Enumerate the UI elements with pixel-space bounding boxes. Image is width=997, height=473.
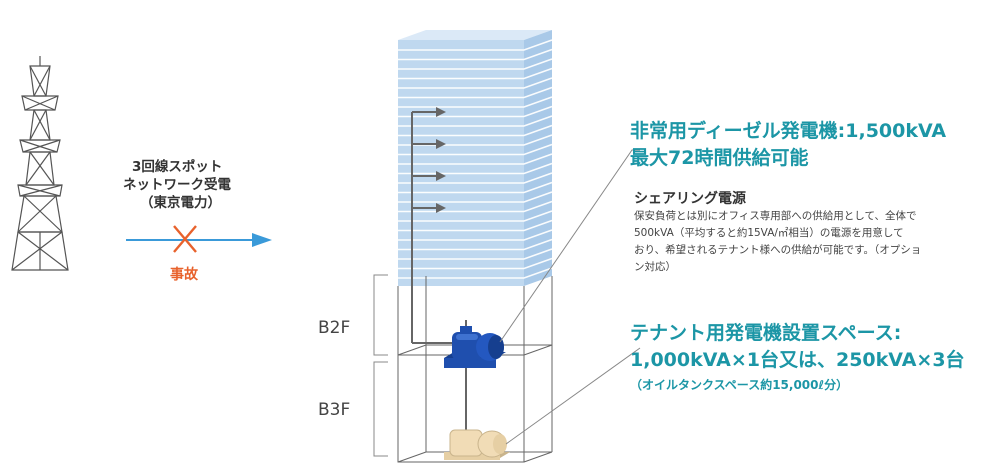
floor-line — [398, 153, 553, 165]
transmission-tower-icon — [11, 56, 69, 271]
power-feed-arrowhead — [252, 233, 272, 247]
power-supply-label-line3: （東京電力） — [140, 195, 221, 211]
sharing-power-description-3: おり、希望されるテナント様への供給が可能です。（オプショ — [634, 244, 922, 256]
leader-lines — [499, 149, 641, 445]
floor-label-b2f: B2F — [318, 318, 351, 338]
floor-line — [398, 96, 553, 108]
tenant-generator-capacity: 1,000kVA×1台又は、250kVA×3台 — [630, 349, 965, 371]
floor-line — [398, 219, 553, 232]
tenant-generator-note: （オイルタンクスペース約15,000ℓ分） — [630, 378, 849, 392]
floor-label-b3f: B3F — [318, 400, 351, 420]
accident-cross-icon — [173, 225, 197, 253]
building-upper-floors — [398, 30, 553, 286]
distribution-riser — [411, 107, 467, 430]
floor-line — [398, 210, 553, 222]
floor-line — [398, 39, 553, 51]
emergency-generator-title: 非常用ディーゼル発電機:1,500kVA — [630, 120, 947, 142]
floor-line — [398, 115, 553, 127]
floor-brackets — [373, 274, 388, 457]
floor-line — [398, 191, 553, 203]
floor-line — [398, 257, 553, 270]
floor-line — [398, 238, 553, 251]
floor-line — [398, 67, 553, 80]
floor-line — [398, 105, 553, 118]
floor-line — [398, 248, 553, 260]
floor-line — [398, 58, 553, 70]
floor-line — [398, 143, 553, 156]
floor-line — [398, 77, 553, 89]
accident-label: 事故 — [170, 267, 198, 283]
power-supply-label-line1: 3回線スポット — [132, 159, 223, 175]
emergency-generator-icon — [444, 326, 506, 368]
floor-line — [398, 229, 553, 241]
tenant-generator-title: テナント用発電機設置スペース: — [630, 322, 902, 344]
floor-line — [398, 181, 553, 194]
sharing-power-description-4: ン対応） — [634, 261, 676, 273]
floor-line — [398, 267, 553, 279]
sharing-power-description-1: 保安負荷とは別にオフィス専用部への供給用として、全体で — [634, 210, 917, 222]
tenant-generator-icon — [444, 429, 510, 460]
floor-line — [398, 172, 553, 184]
floor-line — [398, 86, 553, 99]
floor-line — [398, 48, 553, 61]
floor-line — [398, 124, 553, 137]
sharing-power-title: シェアリング電源 — [634, 191, 746, 207]
power-supply-label-line2: ネットワーク受電 — [123, 177, 231, 193]
emergency-generator-duration: 最大72時間供給可能 — [630, 147, 809, 169]
floor-line — [398, 200, 553, 213]
sharing-power-description-2: 500kVA（平均すると約15VA/㎡相当）の電源を用意して — [634, 227, 904, 239]
